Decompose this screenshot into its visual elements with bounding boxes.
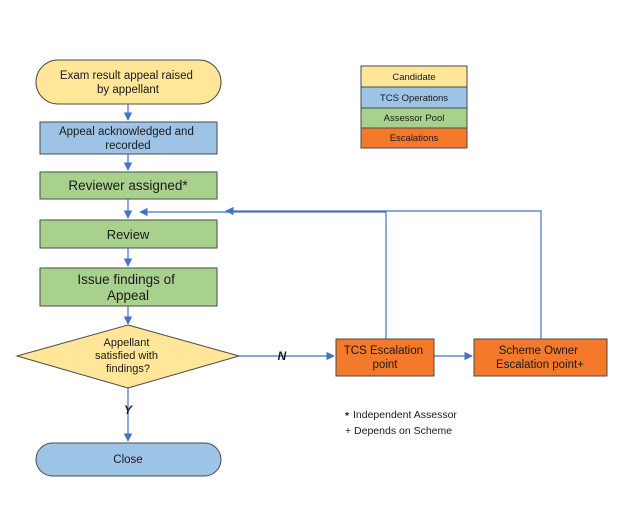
asterisk-note: Independent Assessor [353,409,457,421]
node-review: Review [39,219,218,249]
decision-label-line-1: Appellant [104,337,150,349]
svg-text:Appeal acknowledged and: Appeal acknowledged and recorded [59,126,197,152]
edge-scheme-feedback [225,206,542,339]
node-decision: Appellant satisfied with findings? [15,324,241,389]
review-label: Review [107,227,150,242]
node-tcs-escalation: TCS Escalation point [335,338,435,377]
scheme-escalation-label-line-2: Escalation point+ [496,359,584,371]
acknowledge-label-line-2: recorded [105,140,150,152]
reviewer-label: Reviewer assigned* [68,178,188,193]
findings-label-line-2: Appeal [107,288,149,303]
tcs-escalation-label-line-2: point [373,359,399,371]
start-terminal-shape [35,59,222,105]
edge-label-no: N [278,349,287,363]
decision-diamond-shape [15,324,241,389]
plus-note: + Depends on Scheme [345,425,452,437]
review-process-shape [39,219,218,249]
svg-text:Reviewer assigned*: Reviewer assigned* [68,178,188,193]
scheme-escalation-shape [473,338,608,377]
svg-text:Exam result appeal raised: Exam result appeal raised by appellant [60,70,196,96]
edge-label-yes: Y [124,403,133,417]
findings-label-line-1: Issue findings of [77,272,175,287]
node-reviewer-assigned: Reviewer assigned* [39,171,218,200]
tcs-escalation-label-line-1: TCS Escalation [344,345,423,357]
acknowledge-label-line-1: Appeal acknowledged and [59,126,194,138]
edges [123,104,542,442]
findings-process-shape [39,267,218,307]
node-issue-findings: Issue findings of Appeal [39,267,218,307]
svg-text:Issue findings of Appeal: Issue findings of Appeal [77,272,178,303]
node-acknowledge: Appeal acknowledged and recorded [39,121,218,155]
acknowledge-process-shape [39,121,218,155]
footnotes: * Independent Assessor + Depends on Sche… [345,409,457,437]
node-start: Exam result appeal raised by appellant [35,59,222,105]
legend-candidate-label: Candidate [392,72,435,83]
decision-label-line-3: findings? [106,363,150,375]
node-scheme-owner-escalation: Scheme Owner Escalation point+ [473,338,608,377]
scheme-escalation-label-line-1: Scheme Owner [499,345,578,357]
reviewer-process-shape [39,171,218,200]
svg-text:Review: Review [107,227,150,242]
close-label: Close [113,454,142,466]
svg-text:TCS Escalation point: TCS Escalation point [344,345,426,371]
asterisk-symbol: * [345,410,350,422]
svg-text:Appellant satisfied with: Appellant satisfied with findings? [95,337,161,375]
node-close: Close [35,442,222,477]
tcs-escalation-shape [335,338,435,377]
close-terminal-shape [35,442,222,477]
edge-tcs-feedback [139,207,387,339]
svg-text:Scheme Owner Escalation: Scheme Owner Escalation point+ [496,345,584,371]
start-label-line-1: Exam result appeal raised [60,70,193,82]
start-label-line-2: by appellant [97,84,160,96]
legend-tcs-operations-label: TCS Operations [380,93,448,104]
legend: Candidate TCS Operations Assessor Pool E… [360,65,468,149]
decision-label-line-2: satisfied with [95,350,158,362]
legend-escalations-label: Escalations [390,133,439,144]
svg-text:Close: Close [113,454,142,466]
legend-assessor-pool-label: Assessor Pool [384,113,445,124]
legend-escalations-swatch [360,127,468,149]
